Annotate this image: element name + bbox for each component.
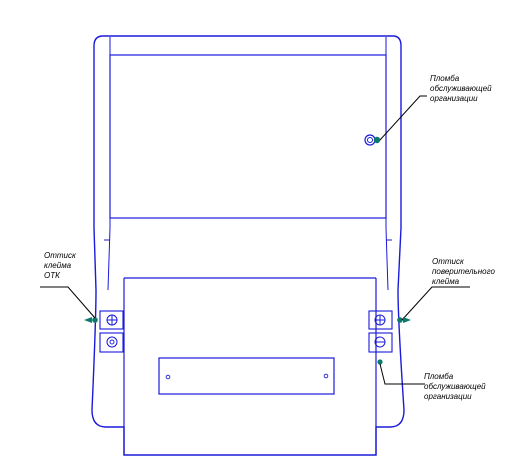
leader-lines <box>40 95 470 385</box>
verification-stamp-label: Оттиск поверительного клейма <box>432 257 495 286</box>
terminal-cover <box>123 277 377 455</box>
meter-housing <box>91 35 405 456</box>
otk-stamp-label: Оттиск клейма ОТК <box>44 251 76 280</box>
leader-top-seal <box>379 95 427 141</box>
leader-bottom-seal <box>379 363 425 385</box>
service-seal-bottom-label: Пломба обслуживающей организации <box>424 372 486 401</box>
upper-cover <box>109 54 387 219</box>
leader-arrow-otk <box>84 317 92 323</box>
service-seal-top-label: Пломба обслуживающей организации <box>430 74 492 103</box>
leader-otk-stamp <box>40 286 96 319</box>
top-seal-icon <box>364 134 381 146</box>
leader-arrow-verification <box>403 317 411 323</box>
leader-verification-stamp <box>401 286 470 321</box>
otk-stamp-lugs <box>92 310 124 353</box>
verification-stamp-lugs <box>368 310 403 365</box>
